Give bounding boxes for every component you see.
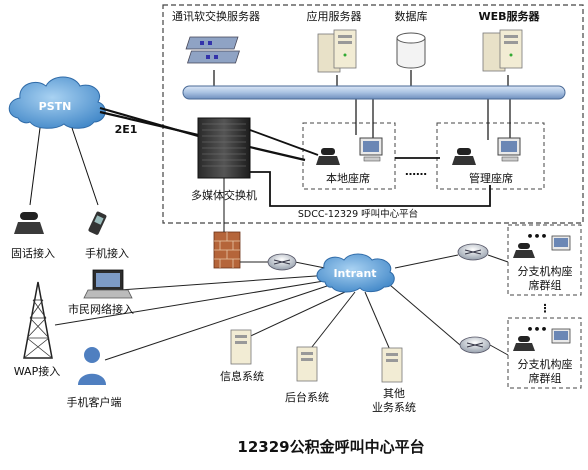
landline-phone-icon: [14, 212, 44, 234]
mobile-client-label: 手机客户端: [67, 395, 122, 409]
info-system-label: 信息系统: [220, 369, 264, 383]
mobile-client-user-icon: [78, 347, 106, 385]
mobile-phone-icon: [88, 211, 107, 235]
database-icon: [396, 32, 426, 69]
firewall-icon: [213, 231, 241, 269]
intranet-cloud: Intrant: [316, 253, 395, 293]
local-seat-pc-icon: [359, 137, 383, 162]
backend-system-server-icon: [296, 346, 318, 382]
other-system-label-2: 业务系统: [372, 401, 416, 414]
other-system-label-1: 其他: [383, 387, 405, 400]
mobile-label: 手机接入: [85, 246, 129, 260]
backend-system-label: 后台系统: [285, 390, 329, 404]
branch-group-2-line1: 分支机构座: [518, 357, 573, 371]
local-seat-box: [302, 122, 396, 190]
seat-ellipsis: ……: [405, 165, 427, 178]
mgmt-seat-phone-icon: [452, 148, 476, 165]
intranet-label: Intrant: [333, 267, 376, 280]
multimedia-switch-icon: [197, 117, 251, 179]
server-drops: [213, 70, 511, 140]
router-icon: [457, 243, 489, 261]
branch-seat-icons: •••: [513, 230, 571, 258]
pstn-phone-links: [29, 127, 99, 206]
server-label-web: WEB服务器: [478, 9, 540, 23]
link-2e1-label: 2E1: [115, 123, 138, 136]
wap-tower-icon: [23, 281, 53, 359]
other-system-server-icon: [381, 347, 403, 383]
mgmt-seat-label: 管理座席: [469, 171, 513, 185]
citizen-net-label: 市民网络接入: [68, 302, 134, 316]
intranet-links: [54, 254, 509, 361]
pstn-label: PSTN: [39, 100, 72, 113]
router-icon: [267, 253, 297, 271]
web-server-icon: [482, 29, 523, 72]
local-seat-label: 本地座席: [326, 171, 370, 185]
mgmt-seat-pc-icon: [497, 137, 521, 162]
platform-name: SDCC-12329 呼叫中心平台: [298, 208, 418, 220]
local-seat-phone-icon: [316, 148, 340, 165]
branch-group-box-1: [507, 224, 582, 296]
landline-label: 固话接入: [11, 247, 55, 260]
svg-text:•••: •••: [526, 230, 547, 243]
router-icon: [459, 336, 491, 354]
server-label-app: 应用服务器: [307, 9, 362, 23]
laptop-icon: [83, 269, 133, 299]
app-server-icon: [317, 29, 357, 73]
svg-text:•••: •••: [526, 323, 547, 336]
switch-links: [249, 129, 491, 207]
softswitch-server-icon: [185, 36, 240, 64]
branch-group-2-line2: 席群组: [529, 371, 562, 385]
pstn-cloud: PSTN: [8, 76, 106, 129]
server-label-softswitch: 通讯软交换服务器: [172, 9, 260, 23]
server-label-db: 数据库: [395, 9, 428, 23]
branch-ellipsis: ⋮: [540, 302, 551, 315]
branch-group-box-2: [507, 317, 582, 389]
platform-boundary: [162, 4, 584, 224]
diagram-caption: 12329公积金呼叫中心平台: [237, 438, 424, 456]
branch-group-1-line2: 席群组: [529, 278, 562, 292]
branch-seat-icons: •••: [513, 323, 571, 351]
branch-group-1-line1: 分支机构座: [518, 264, 573, 278]
info-system-server-icon: [230, 329, 252, 365]
wap-label: WAP接入: [14, 365, 60, 378]
network-bus: [182, 85, 566, 100]
